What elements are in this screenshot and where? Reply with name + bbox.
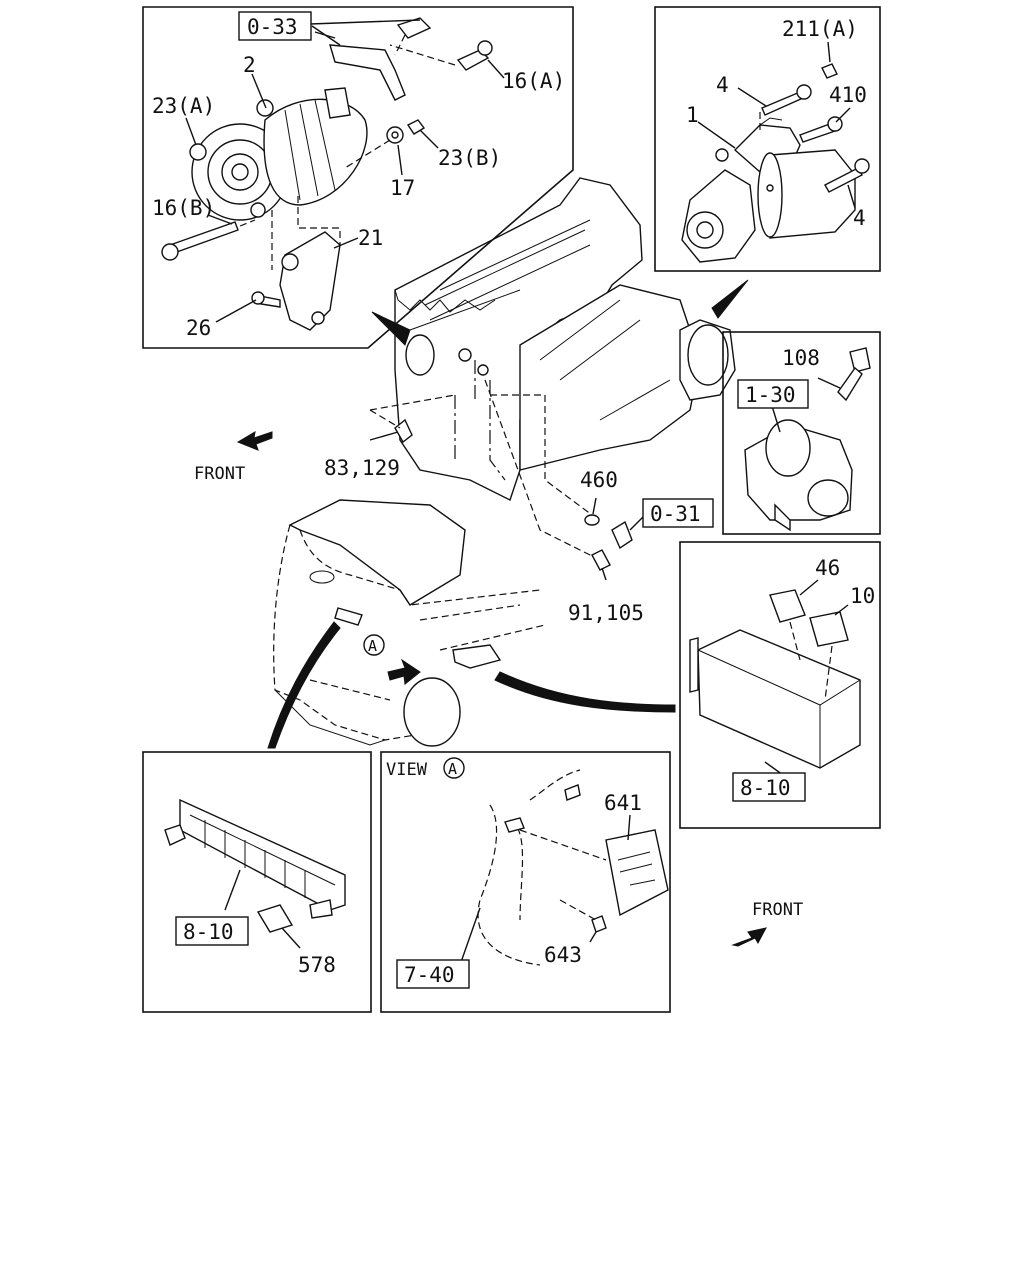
starter-panel — [654, 6, 881, 272]
callout-26: 26 — [186, 316, 211, 340]
callout-21: 21 — [358, 226, 383, 250]
pointer-wedge-starter — [711, 279, 749, 319]
alternator-panel — [142, 6, 574, 349]
front-label-top: FRONT — [194, 464, 245, 484]
callout-23b: 23(B) — [438, 146, 501, 170]
callout-2: 2 — [243, 53, 256, 77]
callout-8-10-left: 8-10 — [183, 920, 234, 944]
callout-410: 410 — [829, 83, 867, 107]
vehicle-cab — [273, 499, 546, 747]
callout-460: 460 — [580, 468, 618, 492]
callout-8-10-right: 8-10 — [740, 776, 791, 800]
center-parts — [369, 379, 649, 581]
callout-4-top: 4 — [716, 73, 729, 97]
callout-643: 643 — [544, 943, 582, 967]
callout-211a: 211(A) — [782, 17, 858, 41]
sensor-panel — [722, 331, 881, 535]
callout-23a: 23(A) — [152, 94, 215, 118]
callout-16a: 16(A) — [502, 69, 565, 93]
callout-0-33: 0-33 — [247, 15, 298, 39]
car-view-a-marker: A — [368, 637, 377, 655]
front-arrow-icon-bottom — [731, 927, 767, 947]
view-a-title: VIEW — [386, 760, 428, 780]
front-arrow-icon — [236, 431, 273, 451]
callout-4-bottom: 4 — [853, 206, 866, 230]
callout-16b: 16(B) — [152, 196, 215, 220]
engine-block — [394, 177, 736, 501]
callout-83-129: 83,129 — [324, 456, 400, 480]
pointer-wedge-viewa — [267, 621, 341, 749]
callout-17: 17 — [390, 176, 415, 200]
view-a-marker: A — [448, 760, 457, 778]
callout-1-30: 1-30 — [745, 383, 796, 407]
callout-578: 578 — [298, 953, 336, 977]
callout-7-40: 7-40 — [404, 963, 455, 987]
callout-91-105: 91,105 — [568, 601, 644, 625]
callout-10: 10 — [850, 584, 875, 608]
callout-108: 108 — [782, 346, 820, 370]
pointer-wedge-glow — [494, 671, 676, 713]
callout-641: 641 — [604, 791, 642, 815]
callout-46: 46 — [815, 556, 840, 580]
callout-0-31: 0-31 — [650, 502, 701, 526]
callout-labels: 0-33 2 23(A) 16(A) 23(B) 17 16(B) 21 26 … — [152, 11, 875, 989]
front-label-bottom: FRONT — [752, 900, 803, 920]
view-a-panel — [380, 751, 671, 1013]
callout-1: 1 — [686, 103, 699, 127]
relay-block-panel — [142, 751, 372, 1013]
